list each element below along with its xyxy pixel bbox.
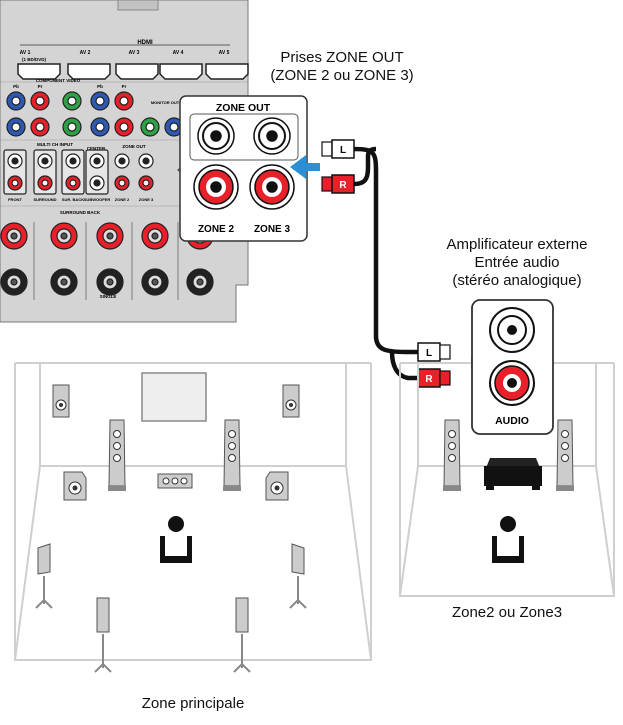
amp-jack-red (507, 378, 517, 388)
hdmi-port (159, 63, 203, 80)
multi-ch-input-label: MULTI CH INPUT (37, 142, 73, 147)
cable-tag-l: L (426, 348, 432, 359)
zone-out-jacks-caption: Prises ZONE OUT (ZONE 2 ou ZONE 3) (262, 49, 422, 85)
caption-line: Amplificateur externe (446, 236, 588, 253)
zone-out-jack-white (210, 130, 222, 142)
zone-out-small-label: ZONE OUT (122, 144, 146, 149)
component-jack-row (6, 91, 134, 111)
tv-icon (141, 372, 207, 422)
zone-out-jack-label: ZONE 2 (198, 224, 235, 235)
center-speaker-icon (157, 473, 193, 489)
hdmi-port (17, 63, 61, 80)
single-label: SINGLE (100, 294, 117, 299)
cable-tag-r: R (339, 180, 347, 191)
main-zone-room (13, 362, 373, 661)
main-zone-caption: Zone principale (141, 695, 245, 712)
component-label: Pr (122, 84, 127, 89)
receiver-rear-panel: HDMI AV 1 (1 BD/DVD) AV 2 AV 3 AV 4 AV 5… (0, 0, 249, 323)
zone2-caption: Zone2 ou Zone3 (451, 604, 563, 621)
amp-input-panel: AUDIO (471, 299, 554, 435)
hdmi-port (67, 63, 111, 80)
surround-back-speaker-icon (94, 597, 112, 673)
tower-speaker-icon (556, 419, 574, 491)
subwoofer-icon (265, 471, 289, 501)
component-jack-row (6, 117, 134, 137)
hdmi-header: HDMI (137, 40, 153, 46)
hdmi-av1-note: (1 BD/DVD) (22, 57, 47, 62)
component-label: Pb (97, 84, 103, 89)
hdmi-label-av3: AV 3 (129, 50, 140, 56)
caption-line: (stéréo analogique) (452, 272, 582, 289)
component-label: Pb (13, 84, 19, 89)
multi-ch-label: SUBWOOFER (84, 197, 111, 202)
zone-out-jack-red (210, 181, 222, 193)
multi-ch-label: SUR. BACK (62, 197, 84, 202)
tower-speaker-icon (108, 419, 126, 491)
amp-audio-label: AUDIO (495, 415, 529, 427)
listener-icon (492, 516, 524, 563)
hdmi-label-av1: AV 1 (20, 50, 31, 56)
zone-out-jack-white (266, 130, 278, 142)
listener-icon (160, 516, 192, 563)
multi-ch-label: SURROUND (33, 197, 56, 202)
caption-line: Entrée audio (474, 254, 560, 271)
multi-ch-label: FRONT (8, 197, 22, 202)
amp-jack-white (507, 325, 517, 335)
cable-tag-l: L (340, 145, 346, 156)
hdmi-port (205, 63, 249, 80)
tower-speaker-icon (223, 419, 241, 491)
subwoofer-icon (63, 471, 87, 501)
zone-out-jack-red (266, 181, 278, 193)
amplifier-device-icon (484, 458, 542, 490)
surround-back-label: SURROUND BACK (60, 210, 101, 215)
hdmi-label-av4: AV 4 (173, 50, 184, 56)
surround-speaker-icon (35, 543, 53, 609)
caption-line: Prises ZONE OUT (280, 49, 404, 66)
zone-small-label: ZONE 3 (139, 197, 154, 202)
component-label: Pr (38, 84, 43, 89)
multi-ch-jacks (3, 149, 154, 195)
hdmi-label-av5: AV 5 (219, 50, 230, 56)
arrow-into-zone-out (290, 155, 320, 179)
amplifier-caption: Amplificateur externe Entrée audio (stér… (420, 236, 614, 290)
hdmi-label-av2: AV 2 (80, 50, 91, 56)
zone-small-label: ZONE 2 (115, 197, 130, 202)
center-label: CENTER (87, 146, 106, 151)
hdmi-port (115, 63, 159, 80)
zone-out-callout: ZONE OUT ZONE 2 ZONE 3 (179, 95, 308, 242)
speaker-icon (282, 384, 300, 418)
zone-out-title: ZONE OUT (216, 102, 271, 114)
monitor-out-jacks (140, 117, 184, 137)
cable-tag-r: R (425, 374, 433, 385)
tower-speaker-icon (443, 419, 461, 491)
caption-line: (ZONE 2 ou ZONE 3) (270, 67, 414, 84)
zone-out-jack-label: ZONE 3 (254, 224, 291, 235)
monitor-out-label: MONITOR OUT (151, 100, 180, 105)
component-video-label: COMPONENT VIDEO (36, 78, 81, 83)
speaker-icon (52, 384, 70, 418)
surround-back-speaker-icon (233, 597, 251, 673)
rca-cable: L R L R (321, 139, 451, 388)
surround-speaker-icon (289, 543, 307, 609)
